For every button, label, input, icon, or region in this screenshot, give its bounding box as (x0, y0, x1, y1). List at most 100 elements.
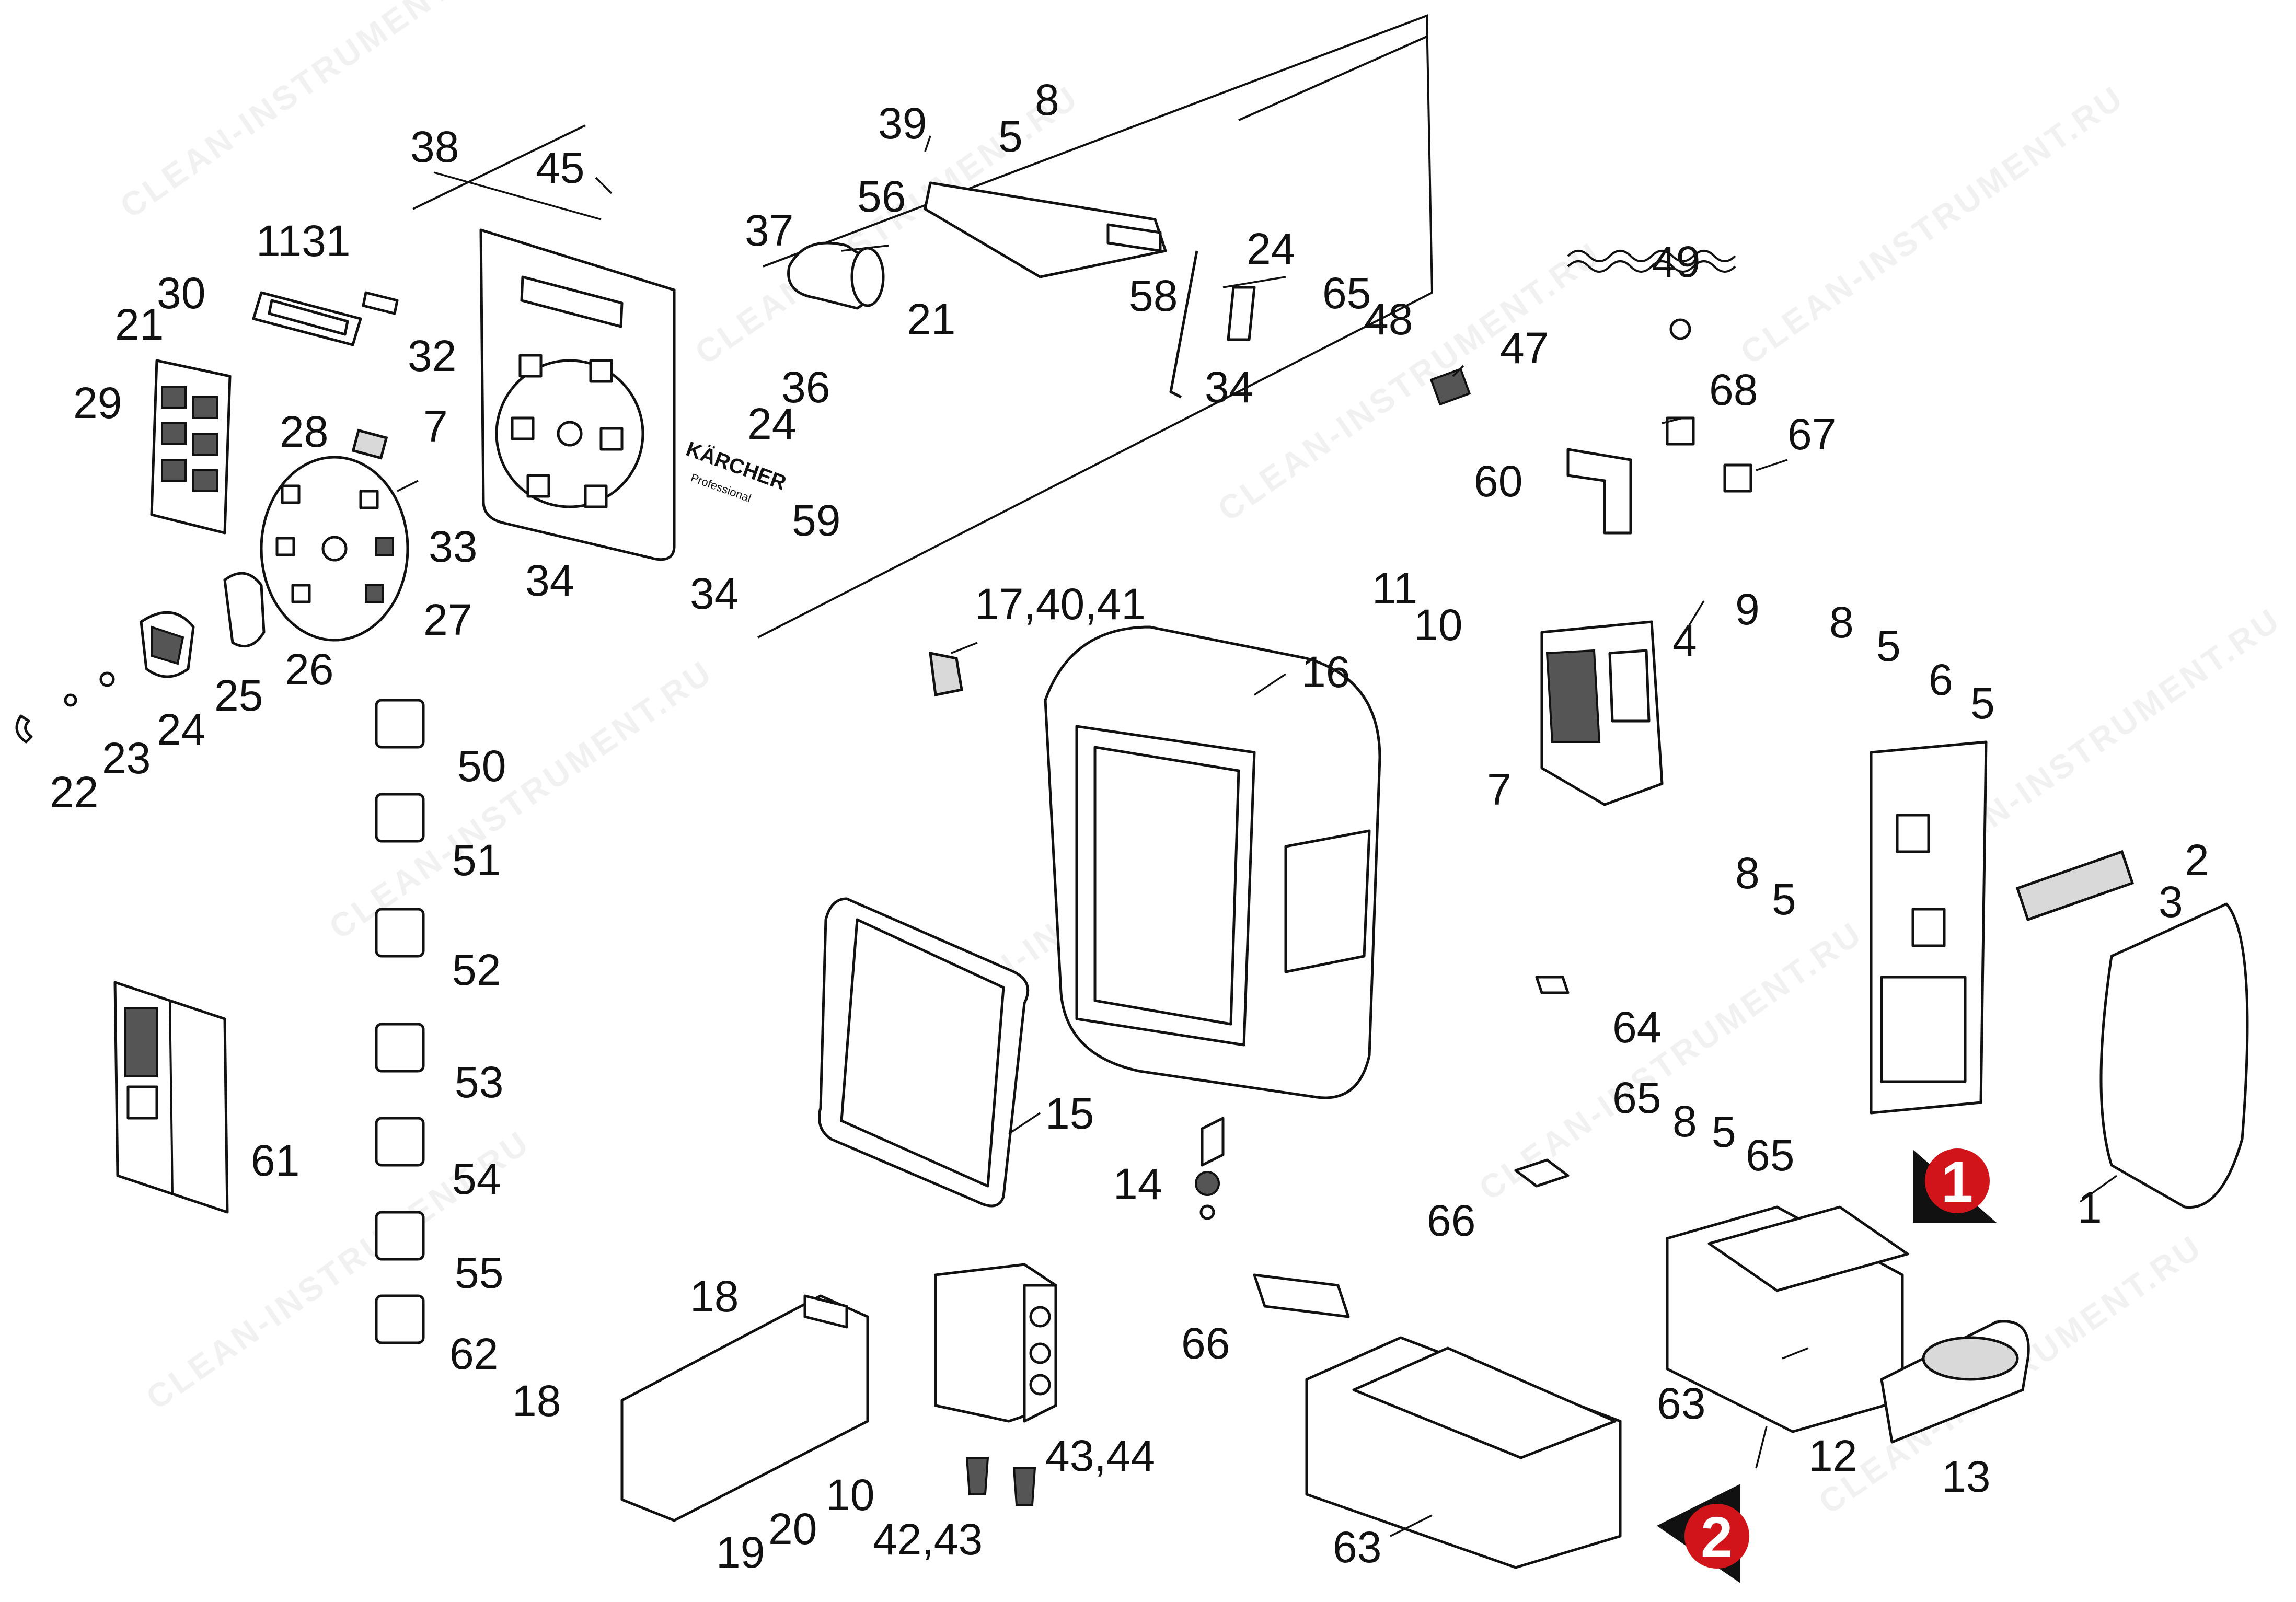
callout-61: 61 (251, 1136, 299, 1185)
callout-48: 48 (1364, 295, 1413, 344)
callout-66: 66 (1427, 1196, 1475, 1245)
junction-box (934, 1263, 1057, 1506)
callout-7: 7 (1487, 765, 1512, 814)
callout-5: 5 (1970, 679, 1995, 728)
callout-5: 5 (1772, 875, 1796, 924)
callout-56: 56 (857, 172, 906, 221)
view-number-2: 2 (1701, 1505, 1733, 1570)
callout-34: 34 (1205, 363, 1253, 412)
callout-51: 51 (452, 835, 501, 885)
callout-6: 6 (1929, 655, 1953, 704)
callout-38: 38 (410, 122, 459, 171)
frame-line (412, 124, 586, 210)
callout-55: 55 (455, 1248, 503, 1297)
callout-58: 58 (1129, 271, 1178, 320)
frame-line (1238, 36, 1427, 121)
front-plate: KÄRCHER Professional (479, 228, 789, 561)
callout-43-44: 43,44 (1045, 1431, 1155, 1480)
callout-36: 36 (781, 363, 830, 412)
symbol-plates (375, 699, 425, 1344)
callout-15: 15 (1045, 1089, 1094, 1138)
callout-11: 11 (1372, 564, 1417, 613)
callout-14: 14 (1113, 1159, 1162, 1209)
sticker-54 (375, 1117, 425, 1167)
callout-29: 29 (73, 378, 122, 427)
callout-16: 16 (1301, 647, 1350, 696)
callout-39: 39 (878, 99, 927, 148)
callout-20: 20 (768, 1504, 817, 1553)
callout-10: 10 (1414, 600, 1462, 649)
lock-tray-12 (1880, 1320, 2030, 1444)
part-67 (1723, 463, 1752, 493)
label-strip (252, 291, 399, 346)
callout-7: 7 (423, 402, 448, 451)
sticker-50 (375, 699, 425, 749)
callout-60: 60 (1474, 457, 1522, 506)
watermark: CLEAN-INSTRUMENT.RU (1211, 235, 1609, 529)
callout-12: 12 (1808, 1431, 1857, 1480)
nut-64 (1535, 976, 1570, 994)
instruction-sheet (113, 981, 229, 1214)
callout-49: 49 (1652, 237, 1700, 286)
bracket-60 (1566, 448, 1632, 535)
cable-gland (929, 651, 963, 696)
callout-8: 8 (1735, 849, 1760, 898)
view-indicator-2: 2 (1657, 1484, 1749, 1583)
callout-45: 45 (536, 143, 584, 192)
part-68 (1666, 416, 1695, 446)
callout-67: 67 (1787, 410, 1836, 459)
clip-66 (1514, 1158, 1570, 1188)
coin-box-upper (1666, 1205, 1909, 1433)
callout-53: 53 (455, 1058, 503, 1107)
instruction-card (150, 359, 232, 535)
leader-lines (397, 135, 2118, 1537)
callout-65: 65 (1322, 269, 1371, 318)
callout-4: 4 (1672, 616, 1697, 665)
frame-line (757, 14, 1434, 639)
part-28 (351, 428, 388, 460)
callout-3: 3 (2159, 877, 2183, 926)
callout-32: 32 (408, 331, 456, 380)
view-indicator-1: 1 (1913, 1148, 1997, 1223)
knob-assembly (15, 572, 266, 744)
callout-30: 30 (157, 269, 205, 318)
callout-50: 50 (457, 741, 506, 791)
watermark: CLEAN-INSTRUMENT.RU (1472, 914, 1870, 1208)
callout-19: 19 (716, 1528, 765, 1577)
callout-47: 47 (1500, 323, 1549, 373)
callout-63: 63 (1333, 1523, 1381, 1572)
view-number-1: 1 (1941, 1150, 1973, 1214)
bracket-56 (924, 181, 1167, 278)
callout-8: 8 (1035, 75, 1059, 124)
plate-24 (1227, 286, 1256, 341)
sticker-51 (375, 793, 425, 843)
plug-14 (1195, 1117, 1225, 1220)
rod-58 (1169, 250, 1198, 399)
sticker-52 (375, 908, 425, 958)
callout-63: 63 (1657, 1379, 1705, 1428)
callout-25: 25 (214, 671, 263, 720)
dial-plate (260, 456, 409, 642)
callout-8: 8 (1672, 1097, 1697, 1146)
view-badge-2 (1684, 1504, 1749, 1569)
callout-26: 26 (285, 645, 333, 694)
callout-17-40-41: 17,40,41 (975, 579, 1146, 629)
callout-42-43: 42,43 (873, 1515, 983, 1564)
callout-28: 28 (280, 407, 328, 456)
callout-24: 24 (747, 399, 796, 448)
callout-64: 64 (1612, 1003, 1661, 1052)
view-badge-1 (1925, 1148, 1990, 1213)
callout-37: 37 (745, 206, 793, 255)
callout-34: 34 (525, 556, 574, 605)
callout-65: 65 (1746, 1131, 1794, 1180)
coil-cable (1567, 250, 1736, 340)
callout-1131: 1131 (256, 216, 351, 265)
callout-numbers: 38 45 39 8 5 56 37 1131 30 21 32 29 7 28… (50, 75, 2209, 1577)
callout-21: 21 (907, 295, 955, 344)
motor (787, 241, 885, 310)
callout-59: 59 (792, 496, 840, 545)
callout-5: 5 (1876, 621, 1901, 670)
callout-13: 13 (1942, 1452, 1990, 1501)
callout-5: 5 (1712, 1107, 1736, 1156)
watermark: CLEAN-INSTRUMENT.RU (1734, 78, 2131, 372)
